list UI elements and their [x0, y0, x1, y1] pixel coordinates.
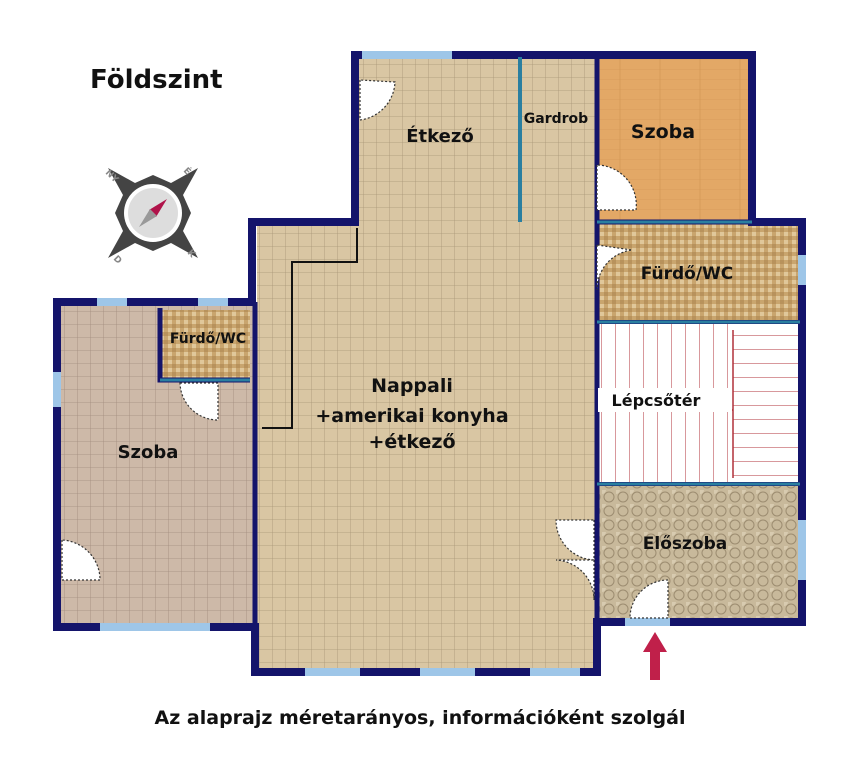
room-label-nappali-3: +étkező	[368, 431, 455, 453]
doors	[61, 79, 669, 619]
footer-note: Az alaprajz méretarányos, információként…	[155, 707, 686, 729]
room-label-lepcsoter: Lépcsőtér	[612, 391, 701, 410]
room-label-nappali-2: +amerikai konyha	[315, 405, 508, 427]
floor-lepcsoter-right	[733, 322, 800, 482]
room-label-szoba-top: Szoba	[631, 121, 695, 143]
room-label-furdo-left: Fürdő/WC	[170, 331, 246, 347]
room-label-nappali-1: Nappali	[371, 375, 453, 397]
floor-furdo-right	[597, 224, 800, 320]
room-label-szoba-left: Szoba	[118, 442, 179, 463]
windows	[53, 51, 806, 676]
floor-furdo-left	[162, 310, 250, 380]
floor-eloszoba	[597, 484, 800, 622]
compass-sw: D	[111, 254, 123, 266]
floor-nappali	[257, 222, 597, 668]
room-divider-lines	[160, 220, 800, 486]
room-label-eloszoba: Előszoba	[643, 534, 727, 554]
page-title: Földszint	[90, 65, 223, 95]
entrance-arrow-icon	[643, 632, 667, 680]
room-label-gardrob: Gardrob	[524, 111, 588, 127]
room-label-furdo-right: Fürdő/WC	[641, 264, 734, 284]
compass-icon: NY É D K	[103, 165, 198, 266]
floor-etkezo	[357, 57, 597, 227]
counter-outline	[262, 228, 358, 429]
room-label-etkezo: Étkező	[406, 125, 473, 147]
